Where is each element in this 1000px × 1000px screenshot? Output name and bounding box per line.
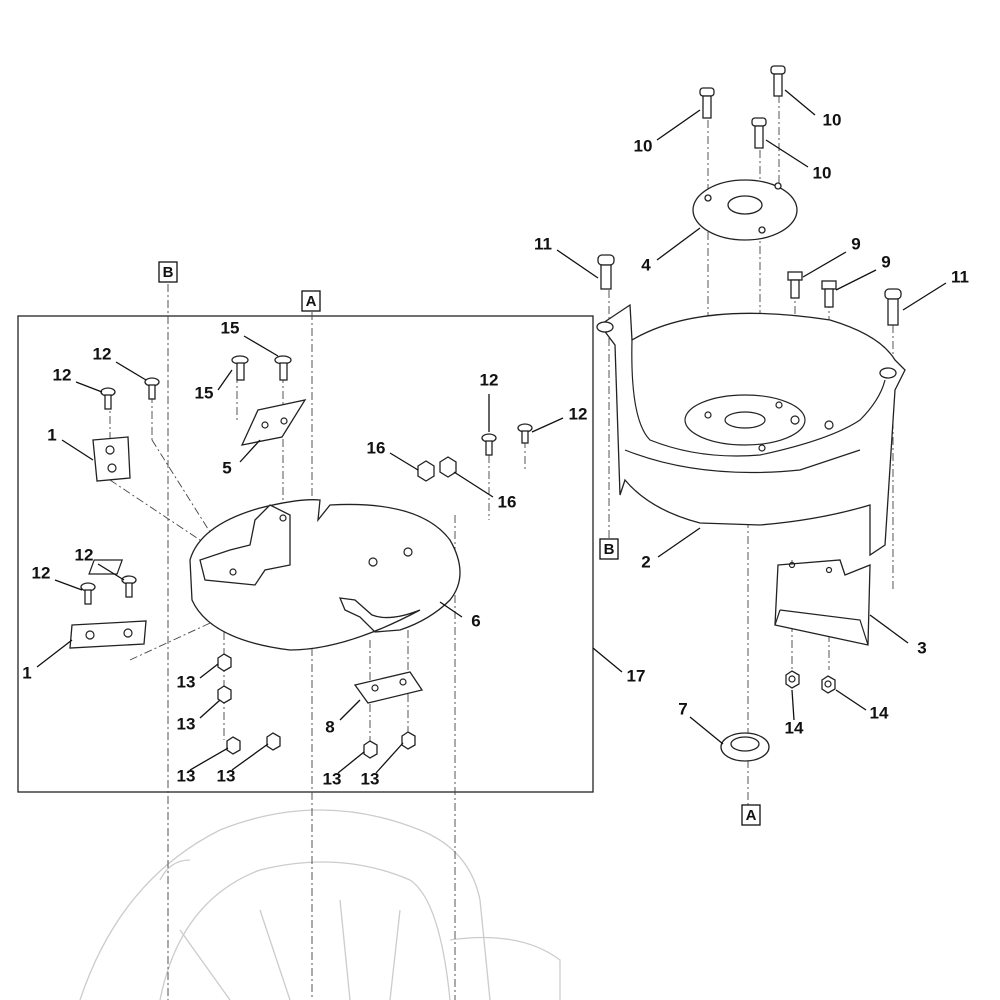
bolt-10b bbox=[770, 65, 786, 97]
bolt-10a bbox=[699, 87, 715, 119]
part-5-bracket bbox=[240, 399, 307, 446]
callout-4: 4 bbox=[641, 255, 651, 274]
assembly-box-17 bbox=[17, 315, 594, 793]
callout-12: 12 bbox=[480, 370, 499, 389]
callout-3: 3 bbox=[917, 638, 926, 657]
callout-12: 12 bbox=[569, 404, 588, 423]
svg-text:B: B bbox=[163, 264, 174, 281]
nuts-13-16 bbox=[217, 456, 457, 759]
nuts-14 bbox=[785, 670, 836, 694]
callout-13: 13 bbox=[217, 766, 236, 785]
callout-15: 15 bbox=[221, 318, 240, 337]
callout-10: 10 bbox=[813, 163, 832, 182]
callout-13: 13 bbox=[177, 672, 196, 691]
part-8-plate bbox=[353, 671, 424, 704]
callout-12: 12 bbox=[32, 563, 51, 582]
callout-11: 11 bbox=[951, 267, 969, 286]
callout-12: 12 bbox=[93, 344, 112, 363]
part-4-flange-plate bbox=[692, 179, 798, 241]
part-3-deflector bbox=[774, 559, 871, 646]
callout-16: 16 bbox=[367, 438, 386, 457]
callout-13: 13 bbox=[177, 714, 196, 733]
callout-10: 10 bbox=[823, 110, 842, 129]
callout-1: 1 bbox=[22, 663, 31, 682]
part-1-plates bbox=[69, 436, 147, 649]
callout-12: 12 bbox=[53, 365, 72, 384]
callout-14: 14 bbox=[785, 718, 804, 737]
ref-box-a-top: A bbox=[301, 290, 321, 312]
leader-lines bbox=[36, 89, 947, 774]
svg-text:B: B bbox=[604, 541, 615, 558]
callout-6: 6 bbox=[471, 611, 480, 630]
callout-15: 15 bbox=[195, 383, 214, 402]
callout-labels: 10 10 10 4 11 11 9 9 15 15 12 12 12 12 1… bbox=[22, 110, 969, 788]
ref-box-b-top: B bbox=[158, 261, 178, 283]
callout-7: 7 bbox=[678, 699, 687, 718]
callout-2: 2 bbox=[641, 552, 650, 571]
callout-9: 9 bbox=[851, 234, 860, 253]
svg-text:A: A bbox=[746, 807, 757, 824]
part-6-plate bbox=[88, 499, 461, 651]
bolt-11a bbox=[597, 254, 615, 290]
ref-box-a-bottom: A bbox=[741, 804, 761, 826]
callout-14: 14 bbox=[870, 703, 889, 722]
part-2-housing bbox=[596, 303, 906, 557]
callout-17: 17 bbox=[627, 666, 646, 685]
ref-box-b-right: B bbox=[599, 538, 619, 560]
screws-12-15 bbox=[80, 355, 533, 605]
bolts-top bbox=[597, 65, 902, 326]
part-7-bushing bbox=[720, 732, 770, 762]
callout-13: 13 bbox=[323, 769, 342, 788]
svg-text:A: A bbox=[306, 293, 317, 310]
callout-13: 13 bbox=[177, 766, 196, 785]
callout-9: 9 bbox=[881, 252, 890, 271]
callout-5: 5 bbox=[222, 458, 231, 477]
bolt-10c bbox=[751, 117, 767, 149]
bolt-9a bbox=[787, 271, 803, 299]
callout-13: 13 bbox=[361, 769, 380, 788]
callout-8: 8 bbox=[325, 717, 334, 736]
callout-11: 11 bbox=[534, 234, 552, 253]
bolt-9b bbox=[821, 280, 837, 308]
background-housing-ghost bbox=[79, 809, 561, 1000]
callout-1: 1 bbox=[47, 425, 56, 444]
callout-16: 16 bbox=[498, 492, 517, 511]
bolt-11b bbox=[884, 288, 902, 326]
callout-10: 10 bbox=[634, 136, 653, 155]
callout-12: 12 bbox=[75, 545, 94, 564]
